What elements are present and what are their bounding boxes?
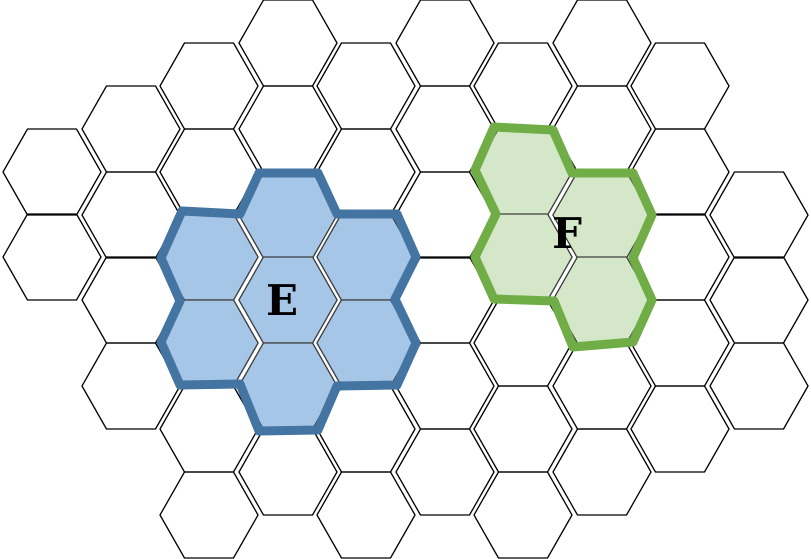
hex-cell [709,171,809,259]
hex-cell [473,385,573,473]
hex-cell [395,428,495,516]
hex-cell [473,471,573,559]
hex-cell [238,85,338,173]
region-f: F [470,122,657,352]
hex-cell [395,0,495,87]
region-f-cells [473,128,652,344]
hex-cell [159,471,259,559]
hex-cell [159,42,259,130]
region-f-label: F [552,209,582,258]
hex-cell [709,256,809,344]
hex-cell [238,0,338,87]
hex-cell [238,428,338,516]
hex-cell [473,42,573,130]
hex-cell [2,213,102,301]
hex-cell [630,385,730,473]
hex-cell [630,42,730,130]
region-e-cells [159,171,416,430]
hex-cell [316,42,416,130]
hex-cell [552,342,652,430]
hex-cell [552,0,652,87]
region-e: E [156,168,421,436]
hex-cell [81,85,181,173]
region-e-border [156,168,421,436]
hex-cell [709,342,809,430]
hex-cell [2,128,102,216]
region-f-border [470,122,657,352]
hex-cell [552,428,652,516]
region-e-label: E [266,276,298,325]
hex-cell [316,471,416,559]
